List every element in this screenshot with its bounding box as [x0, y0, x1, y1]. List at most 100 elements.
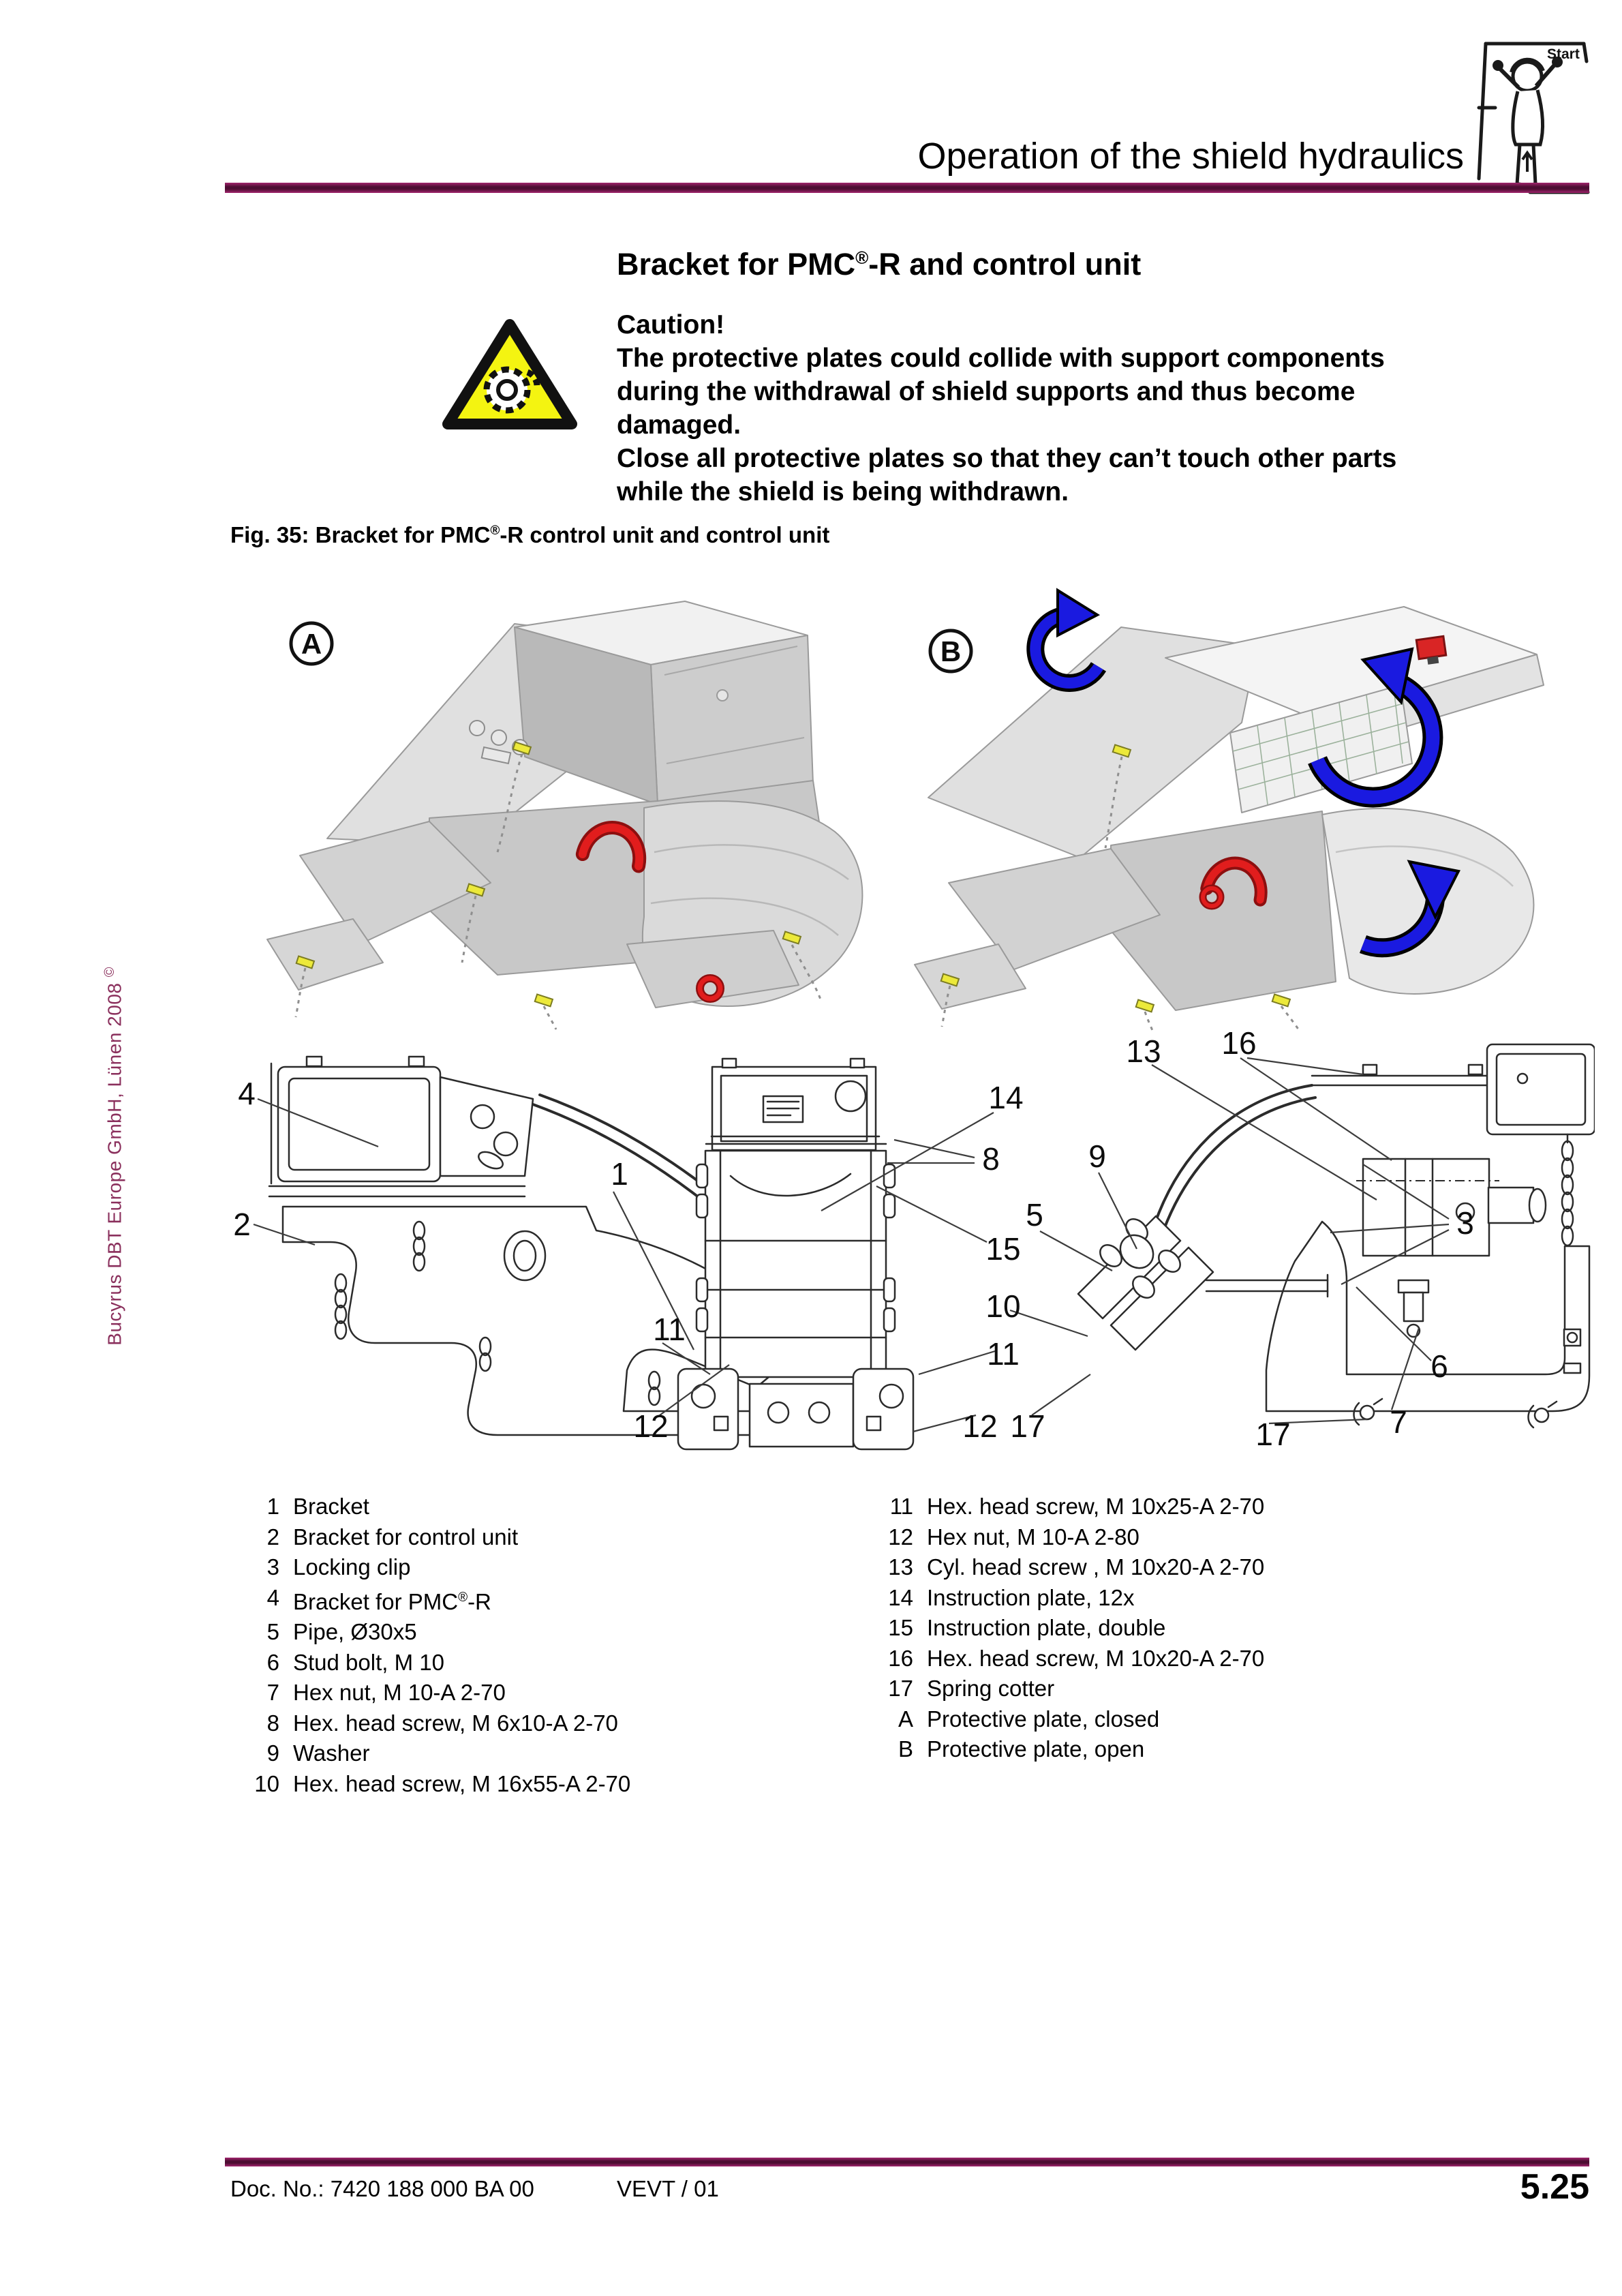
- parts-row: 1 Bracket: [226, 1492, 826, 1522]
- signal-lamp-red: [1415, 635, 1448, 665]
- caution-block: Caution! The protective plates could col…: [617, 308, 1396, 509]
- callout-5: 5: [1026, 1197, 1043, 1233]
- caution-line: Close all protective plates so that they…: [617, 444, 1397, 473]
- heading-text-post: -R and control unit: [868, 247, 1142, 282]
- callout-15: 15: [985, 1231, 1020, 1267]
- part-description: Hex. head screw, M 10x25-A 2-70: [927, 1494, 1265, 1519]
- part-description: Instruction plate, double: [927, 1615, 1166, 1640]
- lifting-shackle-red: [1200, 856, 1268, 907]
- part-number: 12: [888, 1524, 913, 1550]
- part-number: 1: [266, 1494, 279, 1519]
- heading-text: Bracket for PMC: [617, 247, 856, 282]
- part-number: 4: [266, 1584, 279, 1610]
- figure-caption-text-post: -R control unit and control unit: [500, 522, 830, 547]
- parts-row: 3 Locking clip: [226, 1552, 826, 1583]
- registered-mark: ®: [855, 247, 869, 268]
- figure-caption: Fig. 35: Bracket for PMC®-R control unit…: [230, 522, 829, 548]
- callout-leaders: [253, 1057, 1450, 1433]
- part-description-text: Bracket for PMC: [293, 1588, 459, 1614]
- registered-mark: ®: [458, 1590, 468, 1605]
- part-number: 11: [889, 1494, 913, 1519]
- callout-7: 7: [1390, 1404, 1407, 1440]
- copyright-sidebar: Bucyrus DBT Europe GmbH, Lünen 2008 ©: [102, 967, 129, 1417]
- gear-hazard-warning-icon: [442, 319, 577, 429]
- part-number: 17: [888, 1676, 913, 1701]
- part-description: Bracket for control unit: [293, 1524, 519, 1550]
- copyright-symbol: ©: [102, 967, 117, 978]
- start-label: Start: [1547, 46, 1580, 62]
- registered-mark: ®: [490, 524, 500, 538]
- operator-start-icon: Start: [1477, 42, 1590, 194]
- footer-page-number: 5.25: [1520, 2167, 1589, 2207]
- parts-list-left-column: 1 Bracket 2 Bracket for control unit 3 Lock…: [226, 1492, 826, 1799]
- callout-9: 9: [1088, 1138, 1106, 1174]
- figure-35-diagram: A: [233, 588, 1595, 1452]
- part-number: 14: [888, 1584, 913, 1610]
- callout-16: 16: [1221, 1025, 1256, 1061]
- part-number: 10: [254, 1770, 279, 1796]
- callout-2: 2: [233, 1207, 251, 1242]
- callout-10: 10: [985, 1288, 1020, 1324]
- footer-doc-number: Doc. No.: 7420 188 000 BA 00: [230, 2176, 534, 2201]
- parts-row: 12 Hex nut, M 10-A 2-80: [845, 1522, 1567, 1553]
- part-description: Hex. head screw, M 16x55-A 2-70: [293, 1770, 631, 1796]
- part-description: Cyl. head screw , M 10x20-A 2-70: [927, 1554, 1265, 1580]
- view-a-assembly: A: [266, 601, 863, 1030]
- part-number: 3: [266, 1554, 279, 1580]
- footer-version: VEVT / 01: [617, 2176, 719, 2201]
- mesh-panel: [1229, 684, 1413, 813]
- part-description: Bracket: [293, 1494, 369, 1519]
- callout-12: 12: [633, 1408, 668, 1444]
- retainer-chains: [940, 756, 1302, 1033]
- gear-glyph: [483, 366, 540, 414]
- part-number: 2: [266, 1524, 279, 1550]
- chain-anchor-cluster: [469, 720, 528, 765]
- caution-line: during the withdrawal of shield supports…: [617, 377, 1356, 406]
- hinge-lugs: [695, 1163, 896, 1333]
- chain-detail: [334, 1220, 661, 1406]
- part-description-text-post: -R: [468, 1588, 491, 1614]
- figure-caption-text: Fig. 35: Bracket for PMC: [230, 522, 491, 547]
- operator-figure: [1493, 57, 1563, 188]
- copyright-text: Bucyrus DBT Europe GmbH, Lünen 2008: [104, 982, 125, 1346]
- callout-11: 11: [987, 1336, 1020, 1372]
- callout-3: 3: [1456, 1205, 1474, 1241]
- parts-row: 14 Instruction plate, 12x: [845, 1583, 1567, 1614]
- part-number: B: [898, 1736, 913, 1762]
- callout-6: 6: [1430, 1348, 1448, 1384]
- part-description: Spring cotter: [927, 1676, 1055, 1701]
- part-description: Bracket for PMC®-R: [293, 1583, 826, 1618]
- part-number: 9: [266, 1740, 279, 1766]
- callout-17: 17: [1255, 1417, 1290, 1452]
- callout-14: 14: [988, 1080, 1023, 1115]
- part-number: 7: [266, 1680, 279, 1705]
- caution-line: The protective plates could collide with…: [617, 344, 1385, 373]
- pipe-and-flanges: [1077, 1215, 1329, 1351]
- part-number: 16: [888, 1645, 913, 1671]
- part-number: 5: [266, 1619, 279, 1644]
- washer-detail: [1119, 1234, 1154, 1269]
- callout-11: 11: [653, 1312, 686, 1347]
- drawing-bracket-opposite-view: [1077, 1043, 1595, 1429]
- copyright-sidebar-text: Bucyrus DBT Europe GmbH, Lünen 2008 ©: [102, 967, 125, 1346]
- spring-cotter-pins: [1353, 1398, 1558, 1429]
- locking-pins-yellow: [295, 741, 802, 1008]
- part-description: Hex nut, M 10-A 2-80: [927, 1524, 1139, 1550]
- locking-pins-yellow: [940, 744, 1291, 1013]
- part-description: Instruction plate, 12x: [927, 1584, 1135, 1610]
- part-description: Locking clip: [293, 1554, 411, 1580]
- header-rule: [225, 183, 1589, 193]
- callout-12: 12: [962, 1408, 997, 1444]
- view-b-label: B: [940, 635, 961, 667]
- part-number: 13: [888, 1554, 913, 1580]
- parts-list-right-column: 11 Hex. head screw, M 10x25-A 2-70 12 Hex …: [845, 1492, 1567, 1765]
- parts-row: 17 Spring cotter: [845, 1674, 1567, 1704]
- footer-rule: [225, 2158, 1589, 2166]
- rotation-arrows-blue: [1026, 588, 1460, 958]
- callout-labels: 4 2 1 11 12 14 8 15 5 10 11 12 17 13 16 …: [233, 1025, 1474, 1452]
